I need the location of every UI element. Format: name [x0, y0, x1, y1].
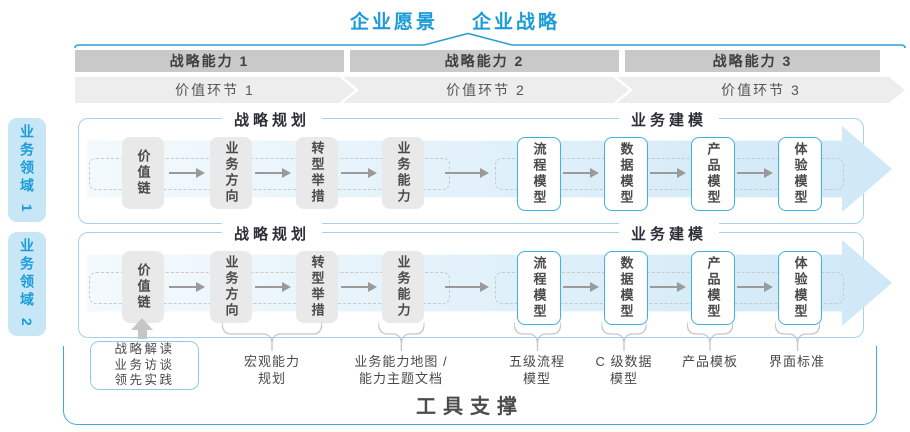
- up-arrow-icon: [131, 318, 153, 339]
- section-header-modeling: 业务建模: [618, 223, 720, 244]
- modeling-box-data-model: 数据模型: [604, 251, 648, 325]
- strategy-box-business-direction: 业务方向: [210, 137, 252, 209]
- top-titles: 企业愿景 企业战略: [0, 7, 910, 34]
- bracket-icon: [377, 322, 424, 351]
- modeling-box-process-model: 流程模型: [517, 251, 561, 325]
- practice-line-1: 战略解读: [114, 342, 175, 357]
- value-link-chevron-3: 价值环节 3: [617, 77, 905, 103]
- practice-line-3: 领先实践: [114, 373, 175, 388]
- domain-row-1: 战略规划 业务建模 价值链 业务方向 转型举措 业务能力 流程模型数据模型产品模型体验模…: [78, 109, 864, 224]
- bracket-icon: [601, 322, 647, 351]
- flow-arrow-icon: [255, 168, 291, 178]
- flow-arrow-icon: [650, 168, 686, 178]
- annotation-product-template: 产品模板: [682, 322, 738, 370]
- flow-arrow-icon: [563, 168, 599, 178]
- flow-arrow-icon: [563, 282, 599, 292]
- bracket-icon: [222, 322, 322, 351]
- annotation-label: 宏观能力规划: [244, 353, 300, 387]
- strategy-box-business-direction: 业务方向: [210, 251, 252, 323]
- annotation-line: 模型: [522, 371, 552, 386]
- value-link-chevron-1: 价值环节 1: [75, 77, 355, 103]
- practice-box: 战略解读 业务访谈 领先实践: [90, 341, 199, 390]
- strategy-box-business-capability: 业务能力: [382, 137, 424, 209]
- annotation-line: 界面标准: [768, 354, 826, 369]
- bracket-icon: [513, 322, 561, 351]
- annotation-label: 界面标准: [769, 353, 825, 370]
- strategy-box-transformation-initiatives: 转型举措: [296, 137, 338, 209]
- modeling-box-experience-model: 体验模型: [778, 251, 822, 325]
- modeling-box-experience-model: 体验模型: [778, 137, 822, 211]
- value-link-chevron-2: 价值环节 2: [343, 77, 629, 103]
- dashed-group-modeling: [495, 272, 844, 304]
- annotation-line: 规划: [257, 371, 286, 386]
- flow-arrow-icon: [737, 282, 773, 292]
- annotation-line: C 级数据: [595, 354, 653, 369]
- strategy-box-value-chain: 价值链: [122, 137, 164, 209]
- domain-row-2: 战略规划 业务建模 价值链 业务方向 转型举措 业务能力 流程模型数据模型产品模型体验模…: [78, 223, 864, 338]
- section-header-modeling: 业务建模: [618, 109, 720, 130]
- annotation-interface-standard: 界面标准: [769, 322, 825, 370]
- value-link-2-label: 价值环节 2: [446, 82, 526, 98]
- bracket-icon: [686, 322, 733, 351]
- annotation-line: 五级流程: [508, 354, 566, 369]
- capability-bar-3-label: 战略能力 3: [712, 53, 793, 69]
- section-header-planning: 战略规划: [221, 109, 323, 130]
- flow-arrow-icon: [341, 282, 377, 292]
- dashed-group-strategy: [89, 272, 450, 304]
- annotation-line: 业务能力地图 /: [354, 354, 448, 369]
- vision-title: 企业愿景: [349, 12, 438, 33]
- capability-bar-2-label: 战略能力 2: [444, 53, 525, 69]
- value-link-1-label: 价值环节 1: [175, 82, 255, 98]
- tool-support-label: 工具支撑: [416, 396, 524, 418]
- annotation-label: 业务能力地图 / 能力主题文档: [354, 353, 447, 387]
- annotation-label: 产品模板: [682, 353, 738, 370]
- modeling-box-process-model: 流程模型: [517, 137, 561, 211]
- capability-bar-1: 战略能力 1: [75, 50, 344, 72]
- practice-line-2: 业务访谈: [114, 357, 175, 372]
- annotation-label: C 级数据模型: [595, 353, 652, 387]
- annotation-c-level-data-model: C 级数据模型: [595, 322, 652, 387]
- section-header-planning: 战略规划: [221, 223, 323, 244]
- flow-arrow-icon: [169, 168, 205, 178]
- annotation-label: 五级流程模型: [509, 353, 565, 387]
- flow-arrow-icon: [255, 282, 291, 292]
- capability-bar-1-label: 战略能力 1: [169, 53, 250, 69]
- annotation-line: 产品模板: [681, 354, 739, 369]
- domain-label-2: 业务领域 2: [8, 232, 46, 336]
- annotation-line: 宏观能力: [243, 354, 300, 369]
- dashed-group-modeling: [495, 158, 844, 190]
- domain-label-1: 业务领域 1: [8, 118, 46, 222]
- annotation-line: 能力主题文档: [358, 371, 444, 386]
- annotation-line: 模型: [609, 371, 639, 386]
- annotation-macro-capability-planning: 宏观能力规划: [222, 322, 322, 387]
- strategy-title: 企业战略: [472, 12, 561, 33]
- strategy-box-value-chain: 价值链: [122, 251, 164, 323]
- strategy-box-business-capability: 业务能力: [382, 251, 424, 323]
- flow-arrow-icon: [737, 168, 773, 178]
- modeling-box-data-model: 数据模型: [604, 137, 648, 211]
- tool-support-container: 工具支撑: [63, 346, 877, 425]
- capability-bar-3: 战略能力 3: [625, 50, 880, 72]
- capability-bar-2: 战略能力 2: [350, 50, 619, 72]
- value-link-3-label: 价值环节 3: [721, 82, 801, 98]
- annotation-business-capability-map-docs: 业务能力地图 / 能力主题文档: [354, 322, 447, 387]
- flow-arrow-icon: [169, 282, 205, 292]
- flow-arrow-icon: [341, 168, 377, 178]
- flow-arrow-icon: [445, 168, 489, 178]
- bracket-icon: [774, 322, 820, 351]
- flow-arrow-icon: [650, 282, 686, 292]
- flow-arrow-icon: [445, 282, 489, 292]
- modeling-box-product-model: 产品模型: [691, 137, 735, 211]
- vision-connector-line: [74, 32, 906, 49]
- annotation-five-level-process-model: 五级流程模型: [509, 322, 565, 387]
- modeling-box-product-model: 产品模型: [691, 251, 735, 325]
- strategy-box-transformation-initiatives: 转型举措: [296, 251, 338, 323]
- dashed-group-strategy: [89, 158, 450, 190]
